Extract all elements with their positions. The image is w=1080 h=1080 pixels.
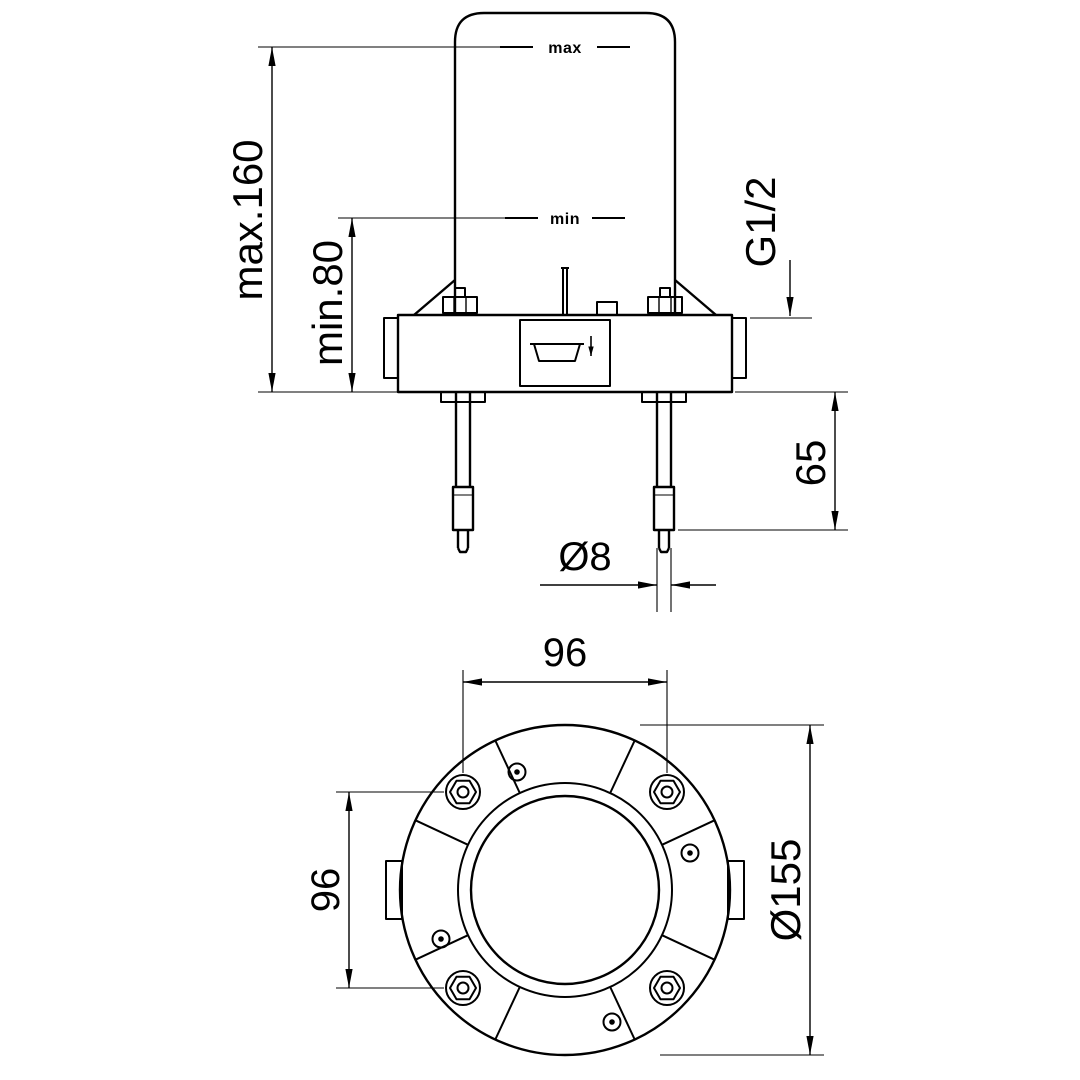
dim-g12-label: G1/2	[737, 176, 784, 267]
dim-min-80: min.80	[304, 218, 356, 392]
right-port	[731, 317, 747, 379]
bathtub-icon	[530, 336, 594, 362]
elevation-view: max min	[224, 11, 848, 612]
dim-min80-label: min.80	[304, 240, 351, 366]
dim-max160-label: max.160	[224, 139, 271, 300]
left-port	[383, 317, 399, 379]
dim-d155-label: Ø155	[762, 839, 809, 942]
right-tab	[727, 860, 745, 920]
max-level-label: max	[548, 40, 582, 57]
flange-outer-circle	[398, 723, 732, 1057]
min-level-label: min	[550, 211, 580, 228]
plan-view: 96 96 Ø155	[304, 631, 824, 1057]
dim-96v-label: 96	[304, 868, 348, 913]
screw-bottom	[602, 1012, 622, 1032]
dim-d8-label: Ø8	[558, 535, 611, 579]
dim-96-vertical: 96	[304, 791, 444, 989]
flange-circles	[385, 723, 745, 1057]
dim-96h-label: 96	[543, 631, 588, 675]
dim-96-horizontal: 96	[462, 631, 668, 773]
flange-bolts	[445, 774, 685, 1006]
bolt-bottom-left	[445, 970, 481, 1006]
valve-body	[383, 267, 747, 403]
mounting-studs	[451, 392, 676, 554]
side-tab	[596, 301, 618, 316]
screw-left	[431, 929, 451, 949]
dim-65: 65	[678, 391, 848, 531]
housing-outline	[413, 11, 717, 316]
level-marks: max min	[258, 40, 630, 228]
flange-bore-circle	[469, 794, 661, 986]
dim-max-160: max.160	[224, 47, 397, 393]
left-foot	[440, 391, 486, 403]
right-stud	[652, 392, 676, 554]
left-stud	[451, 392, 475, 554]
dim-diameter-8: Ø8	[540, 535, 716, 612]
left-tab	[385, 860, 403, 920]
left-nut	[442, 287, 478, 314]
right-foot	[641, 391, 687, 403]
bolt-top-left	[445, 774, 481, 810]
dim-g12-thread: G1/2	[737, 176, 812, 319]
flange-ring-circle	[457, 782, 673, 998]
bolt-top-right	[649, 774, 685, 810]
screw-right	[680, 843, 700, 863]
center-pin	[561, 267, 569, 315]
bolt-bottom-right	[649, 970, 685, 1006]
dim-diameter-155: Ø155	[640, 724, 824, 1056]
dim-65-label: 65	[787, 440, 834, 487]
right-nut	[647, 287, 683, 314]
